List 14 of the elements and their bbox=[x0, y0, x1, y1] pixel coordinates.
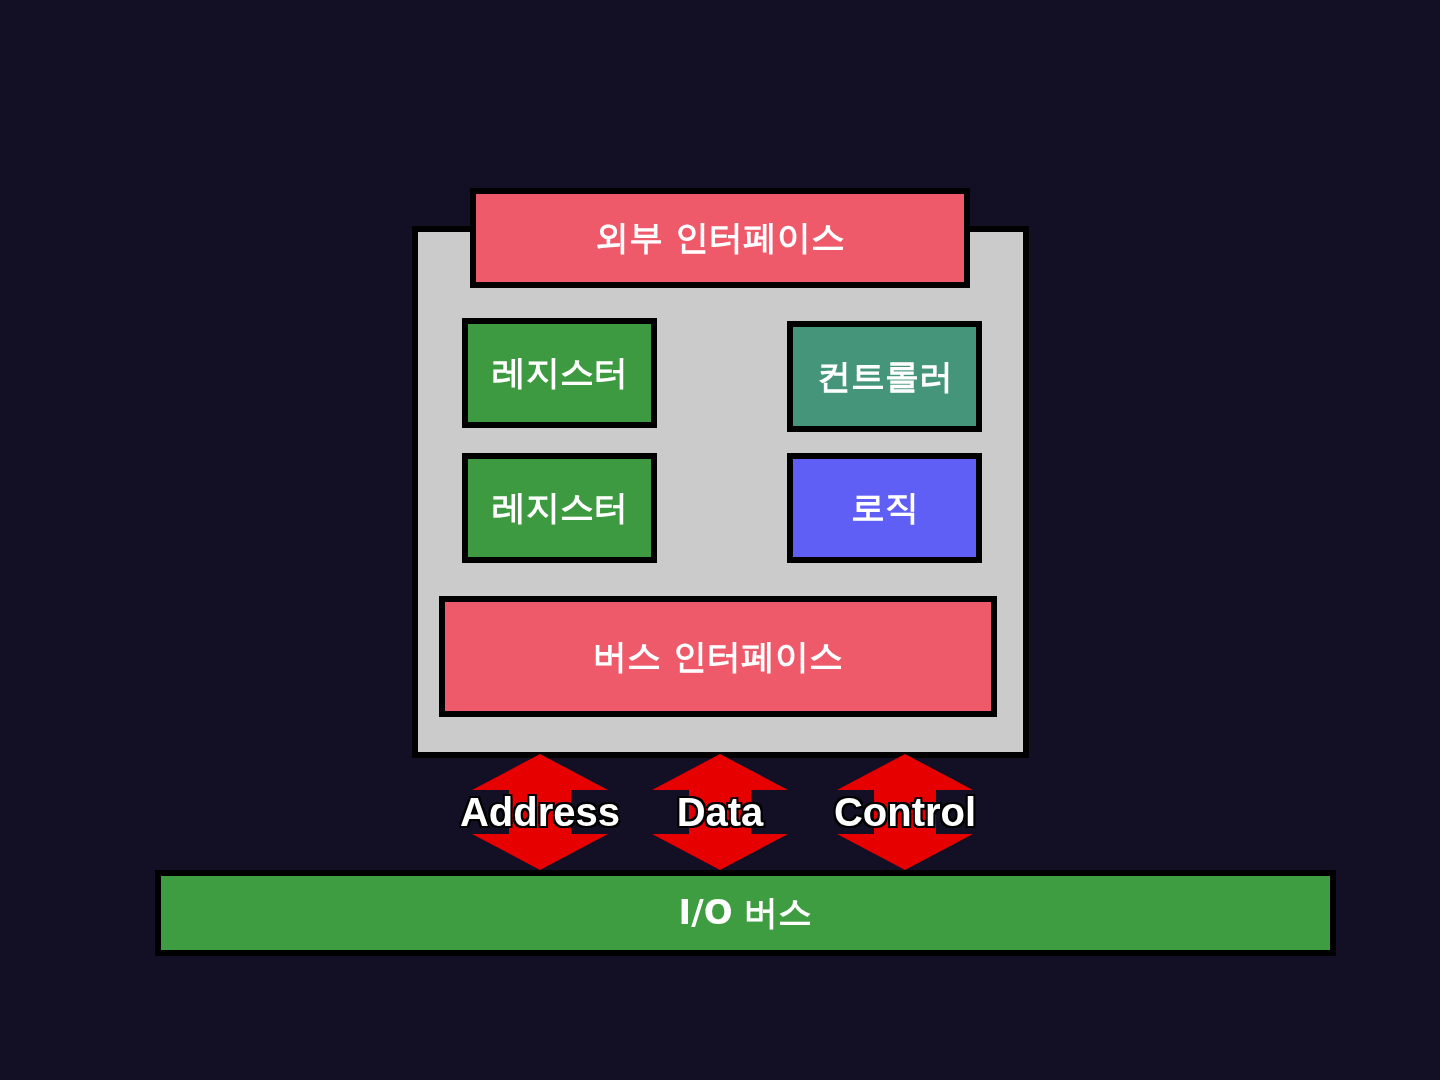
box-label: 로직 bbox=[850, 486, 919, 529]
box-label: 레지스터 bbox=[491, 351, 628, 394]
component-box bbox=[439, 596, 997, 717]
box-label: I/O 버스 bbox=[678, 891, 813, 934]
component-box bbox=[462, 453, 657, 563]
component-box bbox=[462, 318, 657, 428]
component-box bbox=[787, 453, 982, 563]
box-label: 버스 인터페이스 bbox=[593, 634, 843, 678]
box-label: 외부 인터페이스 bbox=[595, 216, 845, 259]
box-label: 컨트롤러 bbox=[816, 354, 953, 398]
component-box bbox=[787, 321, 982, 432]
component-box bbox=[470, 188, 970, 288]
bus-bar bbox=[155, 870, 1336, 956]
box-label: 레지스터 bbox=[491, 486, 628, 529]
